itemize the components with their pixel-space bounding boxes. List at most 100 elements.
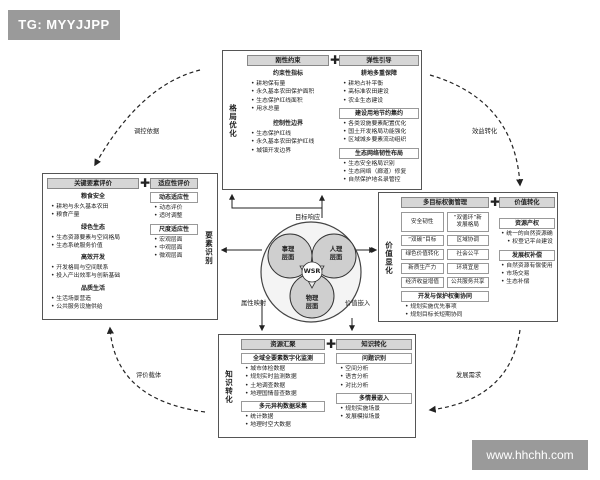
knowledge-header: 知识转化 [336, 339, 412, 350]
list-item: 发展模拟场景 [340, 413, 412, 421]
list-item: 区域城乡要素流动组织 [343, 136, 419, 144]
tradeoff-section: 开发与保护权衡协同 规划实施优先事项 规划目标长短期协同 [401, 291, 489, 320]
flow-label-bottom-left: 评价载体 [136, 372, 162, 379]
list-item: 对比分析 [340, 382, 412, 390]
dev-compensation-title: 发展权补偿 [499, 249, 555, 261]
plus-icon: ✚ [140, 176, 151, 190]
wsr-ren-label: 人理 层面 [329, 246, 343, 261]
multi-objective-header: 多目标权衡管理 [401, 197, 489, 208]
list-item: 公共服务设施供给 [51, 303, 139, 311]
list-item: 适时调整 [154, 212, 198, 220]
list-item: 生活场景营造 [51, 295, 139, 303]
list-item: 微观层面 [154, 252, 198, 260]
panel-tab: 格局优化 [228, 104, 238, 138]
group-title: 品质生活 [47, 283, 139, 294]
problem-id-title: 问题识别 [336, 353, 412, 364]
eco-network-list: 生态安全格局识别 生态网络（廊道）修复 自然保护地名录管控 [339, 159, 419, 185]
group-title: 尺度适应性 [150, 223, 198, 235]
objective-cell: 环境宜居 [446, 263, 489, 274]
list-item: 规划目标长短期协同 [405, 311, 489, 319]
binding-indicators-title: 约束性指标 [247, 69, 329, 79]
list-item: 地理国情普查数据 [245, 390, 325, 398]
knowledge-column: 知识转化 问题识别 空间分析 语言分析 对比分析 多情景嵌入 规划实施场景 发展… [336, 339, 412, 421]
list-item: 市场交易 [501, 270, 555, 278]
panel-element-identification: 关键要素评价 粮食安全 耕地与永久基本农田 粮食产量 绿色生态 生态资源要素与空… [42, 173, 218, 320]
control-boundary-list: 生态保护红线 永久基本农田保护红线 城镇开发边界 [247, 129, 329, 155]
data-collection-list: 统计数据 地理时空大数据 [241, 412, 325, 430]
list-item: 高标准农田建设 [343, 88, 419, 96]
list-item: 农业生态建设 [343, 97, 419, 105]
list-item: 权登记平台建设 [501, 238, 555, 246]
list-item: 自然保护地名录管控 [343, 176, 419, 184]
objective-cell: 新质生产力 [401, 263, 444, 274]
resource-header: 资源汇聚 [241, 339, 325, 350]
flow-label-top-right: 效益转化 [472, 128, 498, 135]
tradeoff-list: 规划实施优先事项 规划目标长短期协同 [401, 302, 489, 320]
tradeoff-title: 开发与保护权衡协同 [401, 291, 489, 302]
label-value-embedding: 价值嵌入 [345, 300, 371, 307]
scenario-list: 规划实施场景 发展模拟场景 [336, 404, 412, 422]
objective-cell: 经济收益增值 [401, 277, 444, 288]
elastic-guidance-header: 弹性引导 [339, 55, 419, 66]
elastic-guidance-column: 弹性引导 耕地多重保障 耕地占补平衡 高标准农田建设 农业生态建设 建设用地节约… [339, 55, 419, 185]
objective-cell: 社会公平 [446, 249, 489, 260]
panel-tab: 知识转化 [224, 370, 234, 404]
resource-column: 资源汇聚 全域全要素数字化监测 城市体检数据 规划实时监测数据 土地调查数据 地… [241, 339, 325, 430]
plus-icon: ✚ [326, 337, 337, 351]
list-item: 统一的自然资源确 [501, 230, 555, 238]
dev-compensation-list: 自然资源有偿使用 市场交易 生态补偿 [499, 261, 555, 287]
list-item: 中观层面 [154, 244, 198, 252]
label-attribute-mapping: 属性映射 [241, 300, 267, 307]
list-item: 地理时空大数据 [245, 421, 325, 429]
objective-cell: 区域协调 [446, 235, 489, 246]
farmland-guarantee-list: 耕地占补平衡 高标准农田建设 农业生态建设 [339, 79, 419, 105]
list-item: 用水总量 [251, 105, 329, 113]
list-item: 生态资源要素与空间格局 [51, 234, 139, 242]
plus-icon: ✚ [330, 53, 341, 67]
rigid-constraint-column: 刚性约束 约束性指标 耕地保有量 永久基本农田保护面积 生态保护红线面积 用水总… [247, 55, 329, 155]
panel-knowledge-transform: 知识转化 资源汇聚 全域全要素数字化监测 城市体检数据 规划实时监测数据 土地调… [218, 334, 416, 438]
list-item: 国土开发格局功能强化 [343, 128, 419, 136]
list-item: 规划实施场景 [340, 405, 412, 413]
objective-cell: “双循环”新 发展格局 [446, 212, 489, 232]
flow-label-bottom-right: 发展需求 [456, 372, 482, 379]
group-list: 生活场景营造 公共服务设施供给 [47, 294, 139, 312]
list-item: 宏观层面 [154, 236, 198, 244]
list-item: 开发格局与空间联系 [51, 264, 139, 272]
wsr-shi-label: 事理 层面 [281, 246, 295, 261]
adaptability-header: 适应性评价 [150, 178, 198, 189]
list-item: 动态评价 [154, 204, 198, 212]
objective-cell: 绿色价值转化 [401, 249, 444, 260]
objective-grid: 安全韧性 “双循环”新 发展格局 “双碳”目标 区域协调 绿色价值转化 社会公平… [401, 212, 489, 288]
list-item: 土地调查数据 [245, 382, 325, 390]
key-element-header: 关键要素评价 [47, 178, 139, 189]
group-list: 动态评价 适时调整 [150, 203, 198, 221]
list-item: 粮食产量 [51, 211, 139, 219]
group-list: 耕地与永久基本农田 粮食产量 [47, 202, 139, 220]
list-item: 语言分析 [340, 373, 412, 381]
monitoring-list: 城市体检数据 规划实时监测数据 土地调查数据 地理国情普查数据 [241, 364, 325, 398]
land-intensive-list: 各类设施要素配置优化 国土开发格局功能强化 区域城乡要素流动组织 [339, 119, 419, 145]
eco-network-title: 生态网络韧性布局 [339, 147, 419, 159]
rigid-constraint-header: 刚性约束 [247, 55, 329, 66]
list-item: 生态保护红线 [251, 130, 329, 138]
list-item: 耕地占补平衡 [343, 80, 419, 88]
label-goal-response: 目标响应 [295, 214, 321, 221]
group-title: 高效开发 [47, 253, 139, 264]
list-item: 生态安全格局识别 [343, 160, 419, 168]
list-item: 生态网络（廊道）修复 [343, 168, 419, 176]
adaptability-column: 适应性评价 动态适应性 动态评价 适时调整 尺度适应性 宏观层面 中观层面 微观… [150, 178, 198, 260]
list-item: 生态补偿 [501, 278, 555, 286]
flow-label-top-left: 调控依据 [134, 128, 160, 135]
property-rights-title: 资源产权 [499, 218, 555, 229]
watermark-top: TG: MYYJJPP [8, 10, 120, 40]
wsr-core-label: WSR [303, 267, 321, 275]
list-item: 自然资源有偿使用 [501, 262, 555, 270]
panel-tab: 价值显化 [384, 241, 394, 275]
objective-cell: 安全韧性 [401, 212, 444, 232]
list-item: 永久基本农田保护面积 [251, 88, 329, 96]
land-intensive-title: 建设用地节约集约 [339, 107, 419, 119]
list-item: 生态保护红线面积 [251, 97, 329, 105]
problem-id-list: 空间分析 语言分析 对比分析 [336, 364, 412, 390]
panel-value-manifestation: 价值显化 多目标权衡管理 安全韧性 “双循环”新 发展格局 “双碳”目标 区域协… [378, 192, 558, 322]
